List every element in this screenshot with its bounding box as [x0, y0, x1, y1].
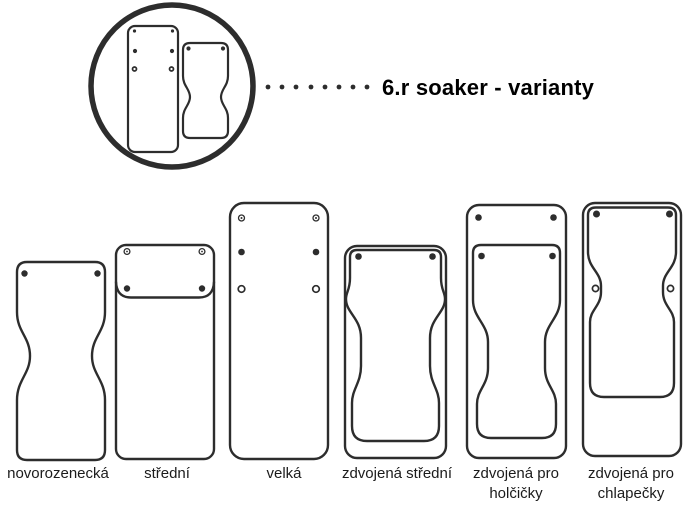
figure-label-novorozenecka: novorozenecká — [7, 465, 109, 482]
snap-dot — [170, 29, 175, 33]
figure-label-velka: velká — [266, 465, 302, 482]
snap-dot — [593, 210, 600, 218]
snap-dot — [186, 46, 191, 51]
snap-dot — [549, 252, 556, 260]
snap-ring — [237, 214, 246, 222]
snap-dot — [312, 248, 320, 256]
snap-hole — [237, 284, 246, 294]
snap-hole — [168, 66, 175, 72]
snap-dot — [475, 214, 482, 221]
pattern-shape-velka — [228, 201, 330, 461]
snap-dot — [666, 210, 673, 218]
snap-dot — [355, 253, 362, 260]
dotted-leader-line — [265, 84, 370, 90]
snap-dot — [550, 214, 557, 221]
pattern-shape-zdvojena-pro-chlapecky — [581, 201, 683, 458]
snap-hole — [666, 284, 675, 293]
snap-ring — [198, 247, 206, 256]
snap-ring-dot — [126, 250, 128, 253]
snap-dot — [478, 252, 485, 260]
snap-ring-dot — [240, 217, 243, 219]
snap-ring — [123, 247, 131, 256]
pattern-shape-stredni — [114, 243, 216, 461]
inner-soaker-outline — [344, 248, 447, 443]
pattern-badge — [88, 2, 256, 170]
inner-soaker-outline — [586, 206, 678, 399]
snap-dot — [429, 253, 436, 260]
pattern-shape-zdvojena-pro-holcicky — [465, 203, 568, 460]
snap-dot — [132, 29, 137, 33]
snap-dot — [238, 248, 245, 256]
figure-label-zdvojena-pro-chlapecky: zdvojená pro chlapečky — [588, 465, 674, 502]
badge-soaker-piece-icon — [181, 41, 230, 140]
snap-dot — [123, 285, 131, 292]
snap-dot — [198, 285, 206, 292]
pattern-shape-novorozenecka — [15, 260, 107, 462]
figure-label-stredni: střední — [144, 465, 190, 482]
snap-dot — [94, 270, 101, 277]
snap-dot — [169, 48, 175, 54]
snap-dot — [132, 48, 138, 54]
snap-hole — [591, 284, 600, 293]
pattern-shape-zdvojena-stredni — [343, 244, 448, 460]
snap-hole — [131, 66, 138, 72]
badge-large-piece-icon — [126, 24, 180, 154]
snap-ring-dot — [201, 250, 203, 253]
snap-ring-dot — [315, 217, 317, 219]
figure-label-zdvojena-pro-holcicky: zdvojená pro holčičky — [473, 465, 559, 502]
snap-ring — [312, 214, 320, 222]
inner-soaker-outline — [471, 243, 562, 440]
figure-label-zdvojena-stredni: zdvojená střední — [341, 465, 453, 482]
snap-dot — [220, 46, 226, 51]
snap-dot — [21, 270, 28, 277]
snap-hole — [311, 284, 321, 294]
page-title: 6.r soaker - varianty — [382, 75, 595, 100]
flap-fold-line — [114, 280, 216, 299]
